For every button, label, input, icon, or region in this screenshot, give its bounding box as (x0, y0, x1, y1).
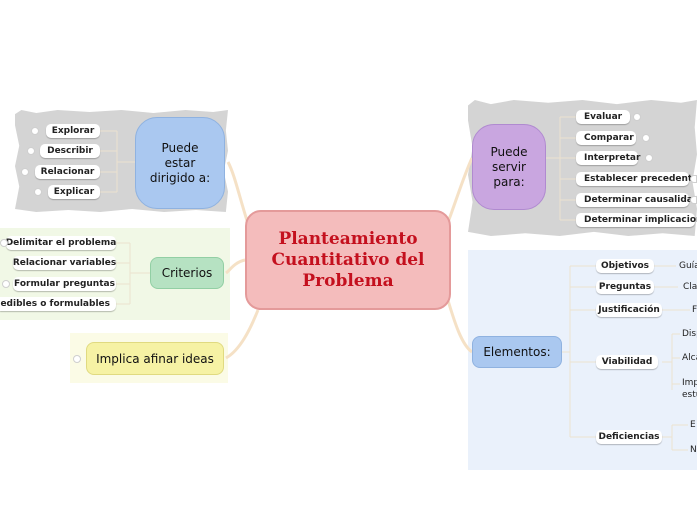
central-topic[interactable]: Planteamiento Cuantitativo del Problema (245, 210, 451, 310)
afinar-dot[interactable] (73, 355, 81, 363)
criterios-topic[interactable]: Criterios (150, 257, 224, 289)
preguntas-detail: Cla (683, 282, 697, 292)
servir-topic[interactable]: Puede servir para: (472, 124, 546, 210)
servir-dot-3[interactable] (645, 154, 653, 162)
servir-item-precedentes[interactable]: Establecer precedentes (576, 172, 697, 186)
elementos-topic[interactable]: Elementos: (472, 336, 562, 368)
dirigido-line-3: dirigido a: (149, 170, 211, 185)
dirigido-topic[interactable]: Puede estar dirigido a: (135, 117, 225, 209)
elementos-item-viabilidad[interactable]: Viabilidad (596, 355, 658, 369)
viabilidad-detail-4: estu (682, 390, 697, 400)
criterios-dot-1[interactable] (0, 239, 8, 247)
servir-dot-4[interactable] (690, 175, 697, 183)
central-line-2: Cuantitativo del (271, 249, 425, 270)
dirigido-line-1: Puede (161, 140, 199, 155)
servir-item-implicaciones[interactable]: Determinar implicaciones (576, 213, 697, 227)
dirigido-item-explorar[interactable]: Explorar (46, 124, 100, 138)
dirigido-dot-1[interactable] (31, 127, 39, 135)
servir-line-1: Puede (490, 144, 528, 159)
dirigido-item-describir[interactable]: Describir (40, 144, 100, 158)
dirigido-dot-3[interactable] (21, 168, 29, 176)
servir-item-interpretar[interactable]: Interpretar (576, 151, 640, 165)
criterios-item-formular[interactable]: Formular preguntas (13, 277, 116, 291)
elementos-item-deficiencias[interactable]: Deficiencias (596, 430, 662, 444)
criterios-item-relacionar[interactable]: Relacionar variables (12, 256, 117, 270)
elementos-item-objetivos[interactable]: Objetivos (596, 259, 654, 273)
deficiencias-detail-1: E (690, 420, 696, 430)
servir-dot-5[interactable] (690, 196, 697, 204)
dirigido-item-relacionar[interactable]: Relacionar (35, 165, 100, 179)
justificacion-detail: F (692, 305, 697, 315)
viabilidad-detail-2: Alca (682, 353, 697, 363)
elementos-item-preguntas[interactable]: Preguntas (596, 280, 654, 294)
servir-dot-2[interactable] (642, 134, 650, 142)
servir-item-evaluar[interactable]: Evaluar (576, 110, 630, 124)
servir-line-2: servir (492, 159, 526, 174)
viabilidad-detail-1: Disp (682, 329, 697, 339)
servir-line-3: para: (493, 174, 525, 189)
elementos-item-justificacion[interactable]: Justificación (596, 303, 662, 317)
dirigido-item-explicar[interactable]: Explicar (48, 185, 100, 199)
criterios-dot-2[interactable] (2, 280, 10, 288)
servir-item-comparar[interactable]: Comparar (576, 131, 636, 145)
dirigido-dot-2[interactable] (27, 147, 35, 155)
central-line-1: Planteamiento (278, 228, 418, 249)
servir-dot-1[interactable] (633, 113, 641, 121)
objetivos-detail: Guía (679, 261, 697, 271)
deficiencias-detail-2: N (690, 445, 697, 455)
servir-item-causalidad[interactable]: Determinar causalidad (576, 193, 697, 207)
central-line-3: Problema (302, 270, 394, 291)
criterios-item-medibles[interactable]: as medibles o formulables (0, 297, 116, 311)
criterios-item-delimitar[interactable]: Delimitar el problema (5, 236, 117, 250)
viabilidad-detail-3: Imp (682, 378, 697, 388)
dirigido-dot-4[interactable] (34, 188, 42, 196)
afinar-topic[interactable]: Implica afinar ideas (86, 342, 224, 375)
dirigido-line-2: estar (164, 155, 196, 170)
